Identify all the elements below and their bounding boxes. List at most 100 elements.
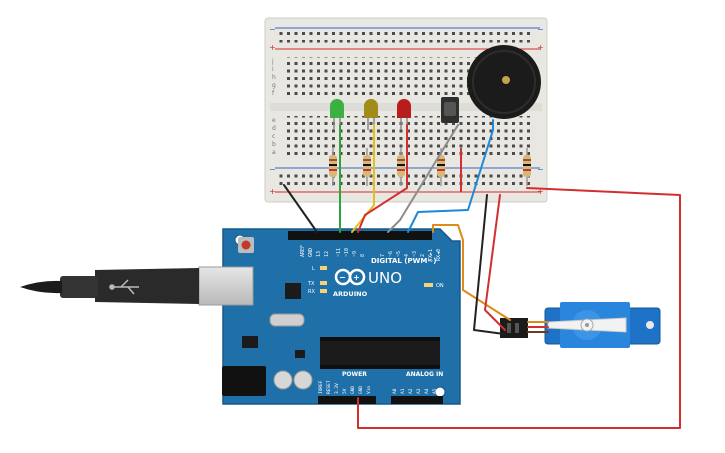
arduino-logo: − + <box>334 268 366 286</box>
rail-holes-top-1 <box>278 31 532 37</box>
svg-text:AREF: AREF <box>300 245 306 257</box>
usb-cable-wire <box>20 280 62 294</box>
reset-button-cap <box>241 240 251 250</box>
capacitor-1 <box>273 370 293 390</box>
push-button[interactable] <box>441 97 459 123</box>
usb-icon <box>109 279 139 295</box>
usb-chip <box>285 283 301 299</box>
svg-text:~11: ~11 <box>336 248 342 257</box>
led-green-body <box>330 99 344 118</box>
svg-text:~5: ~5 <box>396 251 402 257</box>
small-chip <box>295 350 305 358</box>
header-power <box>318 396 376 404</box>
power-jack[interactable] <box>222 366 266 396</box>
svg-text:IOREF: IOREF <box>318 380 324 394</box>
svg-text:5V: 5V <box>342 388 348 394</box>
svg-text:RX◄0: RX◄0 <box>436 249 442 261</box>
logo-text: ARDUINO <box>333 290 368 298</box>
rail-minus-top: − <box>269 25 276 34</box>
svg-text:g: g <box>272 82 276 89</box>
usb-strain-relief <box>60 276 98 298</box>
button-cap <box>444 102 456 116</box>
rx-label: RX <box>308 289 315 295</box>
usb-plug-body <box>95 268 199 304</box>
arduino-uno[interactable]: AREF GND 13 12 ~11 ~10 ~9 8 7 ~6 ~5 4 ~3… <box>222 228 461 405</box>
atmega-chip <box>320 341 440 365</box>
svg-text:A3: A3 <box>416 388 422 394</box>
wire-gray-button[interactable] <box>387 124 459 233</box>
buzzer-ring <box>472 50 536 114</box>
wire-yellow-led[interactable] <box>351 124 375 233</box>
svg-text:12: 12 <box>324 251 330 257</box>
wire-black-servo-gnd[interactable] <box>473 194 505 335</box>
resistor-2[interactable] <box>363 148 371 186</box>
svg-text:RESET: RESET <box>326 380 332 394</box>
row-letters-left: j i h g f e d c b a <box>271 58 276 156</box>
digital-label: DIGITAL (PWM~) <box>371 257 436 265</box>
usb-b-port <box>198 266 254 306</box>
tx-led <box>320 281 327 285</box>
led-red-body <box>397 99 411 118</box>
wire-orange-servo-signal[interactable] <box>432 224 511 321</box>
analog-label: ANALOG IN <box>406 371 443 378</box>
svg-text:GND: GND <box>308 248 314 257</box>
svg-text:+: + <box>353 273 360 282</box>
svg-text:−: − <box>339 273 346 282</box>
svg-text:A0: A0 <box>392 388 398 394</box>
rail-minus-bottom: − <box>269 165 276 174</box>
on-led <box>424 283 433 287</box>
rail-holes-bottom-1 <box>278 172 532 178</box>
svg-text:i: i <box>272 66 274 73</box>
servo-mount-hole <box>646 321 654 329</box>
wire-red-servo-power[interactable] <box>484 194 506 331</box>
resistors[interactable] <box>329 148 531 186</box>
piezo-buzzer[interactable] <box>467 45 541 119</box>
svg-text:a: a <box>272 149 276 156</box>
rail-plus-top-right: + <box>537 43 544 52</box>
buzzer-dot <box>502 76 510 84</box>
rail-minus-bottom-right: − <box>537 165 544 174</box>
servo-motor[interactable] <box>500 302 661 348</box>
svg-text:f: f <box>272 90 275 97</box>
model-text: UNO <box>368 269 402 287</box>
svg-text:GND: GND <box>350 386 356 394</box>
rail-plus-top: + <box>269 43 276 52</box>
wire-red-5v-loop[interactable] <box>357 187 681 429</box>
digital-pin-labels: AREF GND 13 12 ~11 ~10 ~9 8 7 ~6 ~5 4 ~3… <box>300 245 442 261</box>
rail-holes-bottom-2 <box>278 181 532 187</box>
tx-label: TX <box>307 281 315 287</box>
svg-text:13: 13 <box>316 251 322 257</box>
svg-text:Vin: Vin <box>366 386 372 394</box>
usb-cable[interactable] <box>20 266 254 306</box>
resistor-5[interactable] <box>523 148 531 186</box>
svg-text:~10: ~10 <box>344 248 350 257</box>
wire-red-led[interactable] <box>357 124 408 233</box>
resistor-1[interactable] <box>329 148 337 186</box>
header-analog <box>391 396 443 404</box>
rx-led <box>320 289 327 293</box>
svg-text:e: e <box>272 117 276 124</box>
wire-blue-buzzer[interactable] <box>407 119 494 233</box>
svg-text:b: b <box>272 141 276 148</box>
svg-text:A5: A5 <box>432 388 438 394</box>
svg-text:c: c <box>272 133 275 140</box>
rail-holes-top-2 <box>278 40 532 46</box>
rail-plus-bottom-right: + <box>537 187 544 196</box>
svg-text:3.3V: 3.3V <box>334 383 340 394</box>
svg-text:7: 7 <box>380 254 386 257</box>
svg-text:8: 8 <box>360 254 366 257</box>
svg-text:h: h <box>272 74 276 81</box>
regulator <box>242 336 258 348</box>
svg-text:A2: A2 <box>408 388 414 394</box>
on-label: ON <box>436 283 444 289</box>
crystal <box>269 313 305 327</box>
chip-socket-top <box>320 337 440 341</box>
led-yellow-body <box>364 99 378 118</box>
resistor-3[interactable] <box>397 148 405 186</box>
l-led <box>320 266 327 270</box>
wire-black-gnd-breadboard[interactable] <box>283 184 318 233</box>
svg-text:j: j <box>271 58 274 65</box>
wires[interactable] <box>283 119 681 429</box>
capacitor-2 <box>293 370 313 390</box>
